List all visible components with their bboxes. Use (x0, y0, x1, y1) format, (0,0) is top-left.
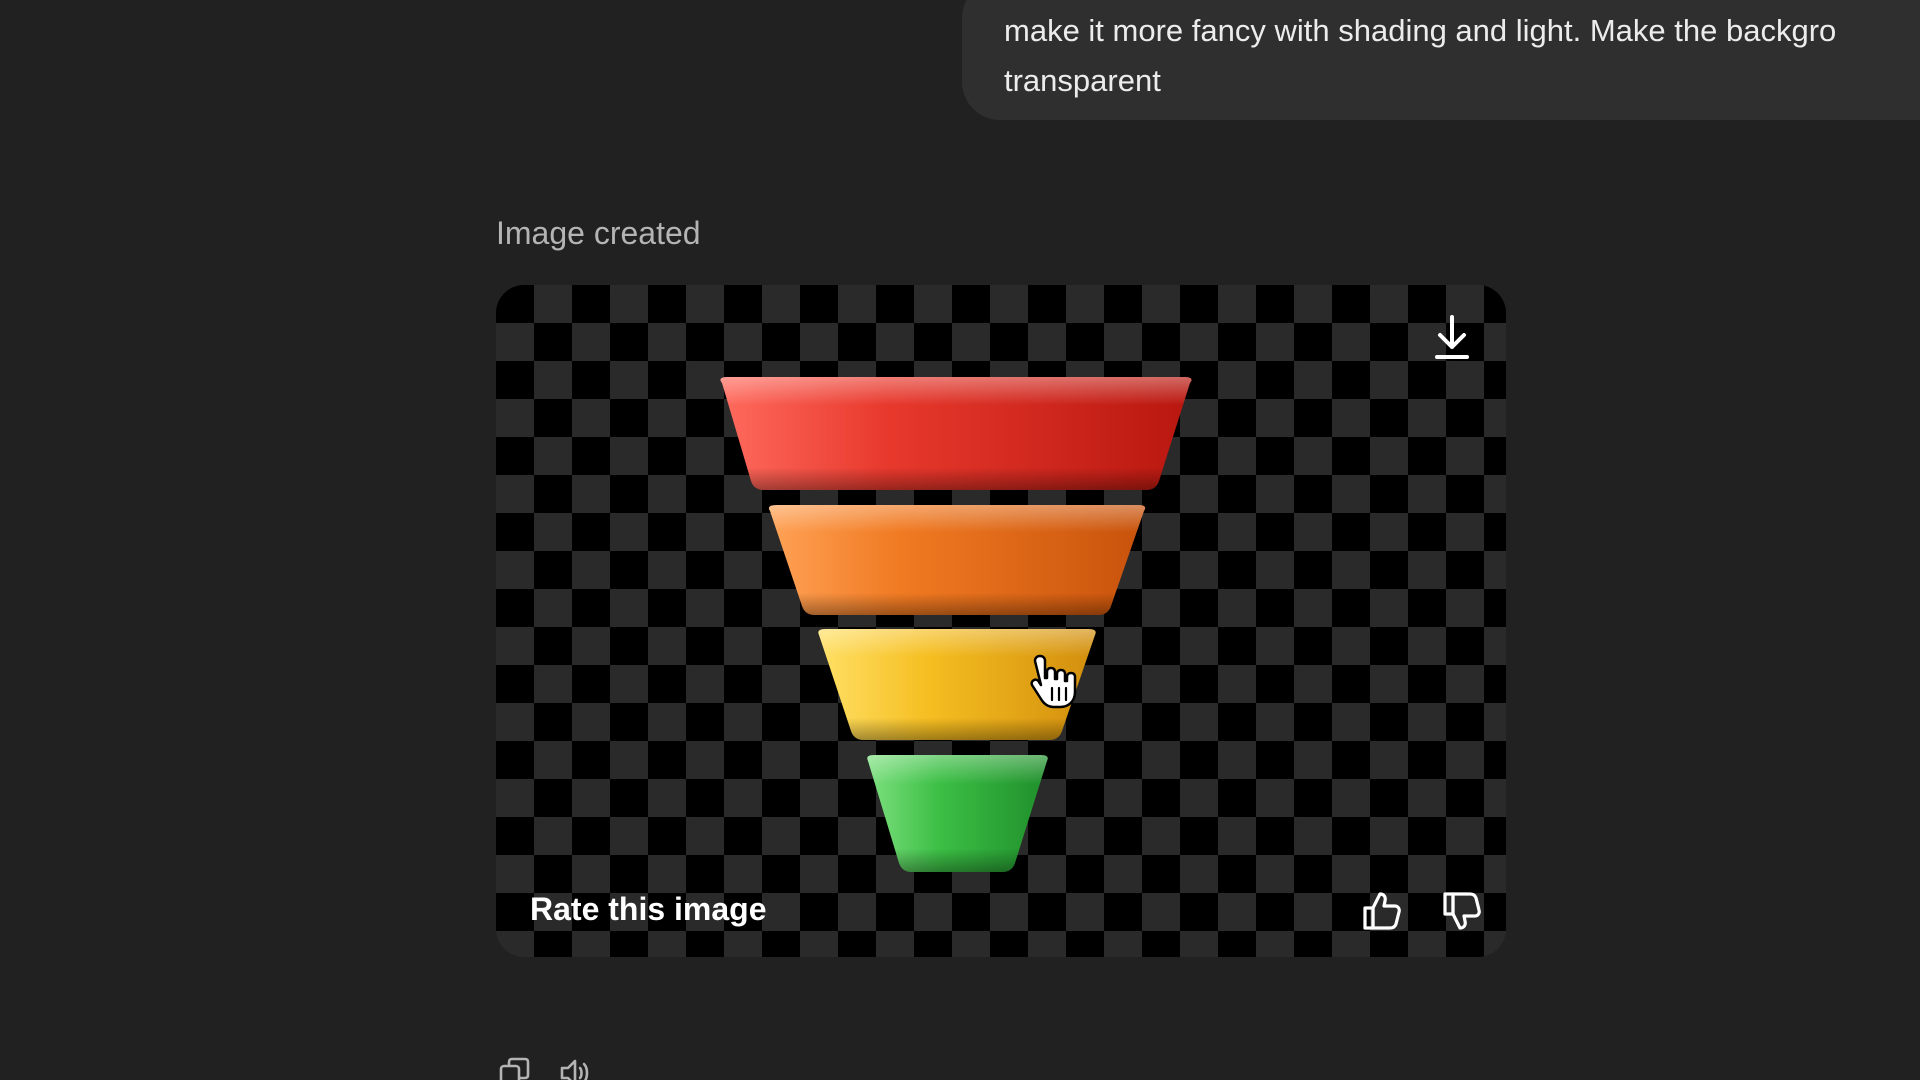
image-created-label: Image created (496, 215, 701, 251)
message-action-bar (498, 1056, 592, 1080)
user-message-bubble: make it more fancy with shading and ligh… (962, 0, 1920, 120)
funnel-tier-4 (867, 755, 1048, 872)
mouse-cursor-icon (1028, 652, 1080, 710)
download-icon[interactable] (1432, 313, 1472, 361)
funnel-image (720, 377, 1192, 872)
funnel-tier-3 (818, 629, 1096, 740)
rate-image-label: Rate this image (530, 891, 767, 927)
speaker-icon[interactable] (558, 1056, 592, 1080)
generated-image-card[interactable]: Rate this image (496, 285, 1506, 957)
user-message-line-1: make it more fancy with shading and ligh… (1004, 13, 1837, 48)
copy-icon[interactable] (498, 1056, 532, 1080)
thumbs-up-icon[interactable] (1360, 889, 1404, 933)
user-message-line-2: transparent (1004, 63, 1161, 98)
thumbs-down-icon[interactable] (1440, 889, 1484, 933)
funnel-tier-1 (720, 377, 1192, 490)
funnel-tier-2 (768, 505, 1146, 615)
